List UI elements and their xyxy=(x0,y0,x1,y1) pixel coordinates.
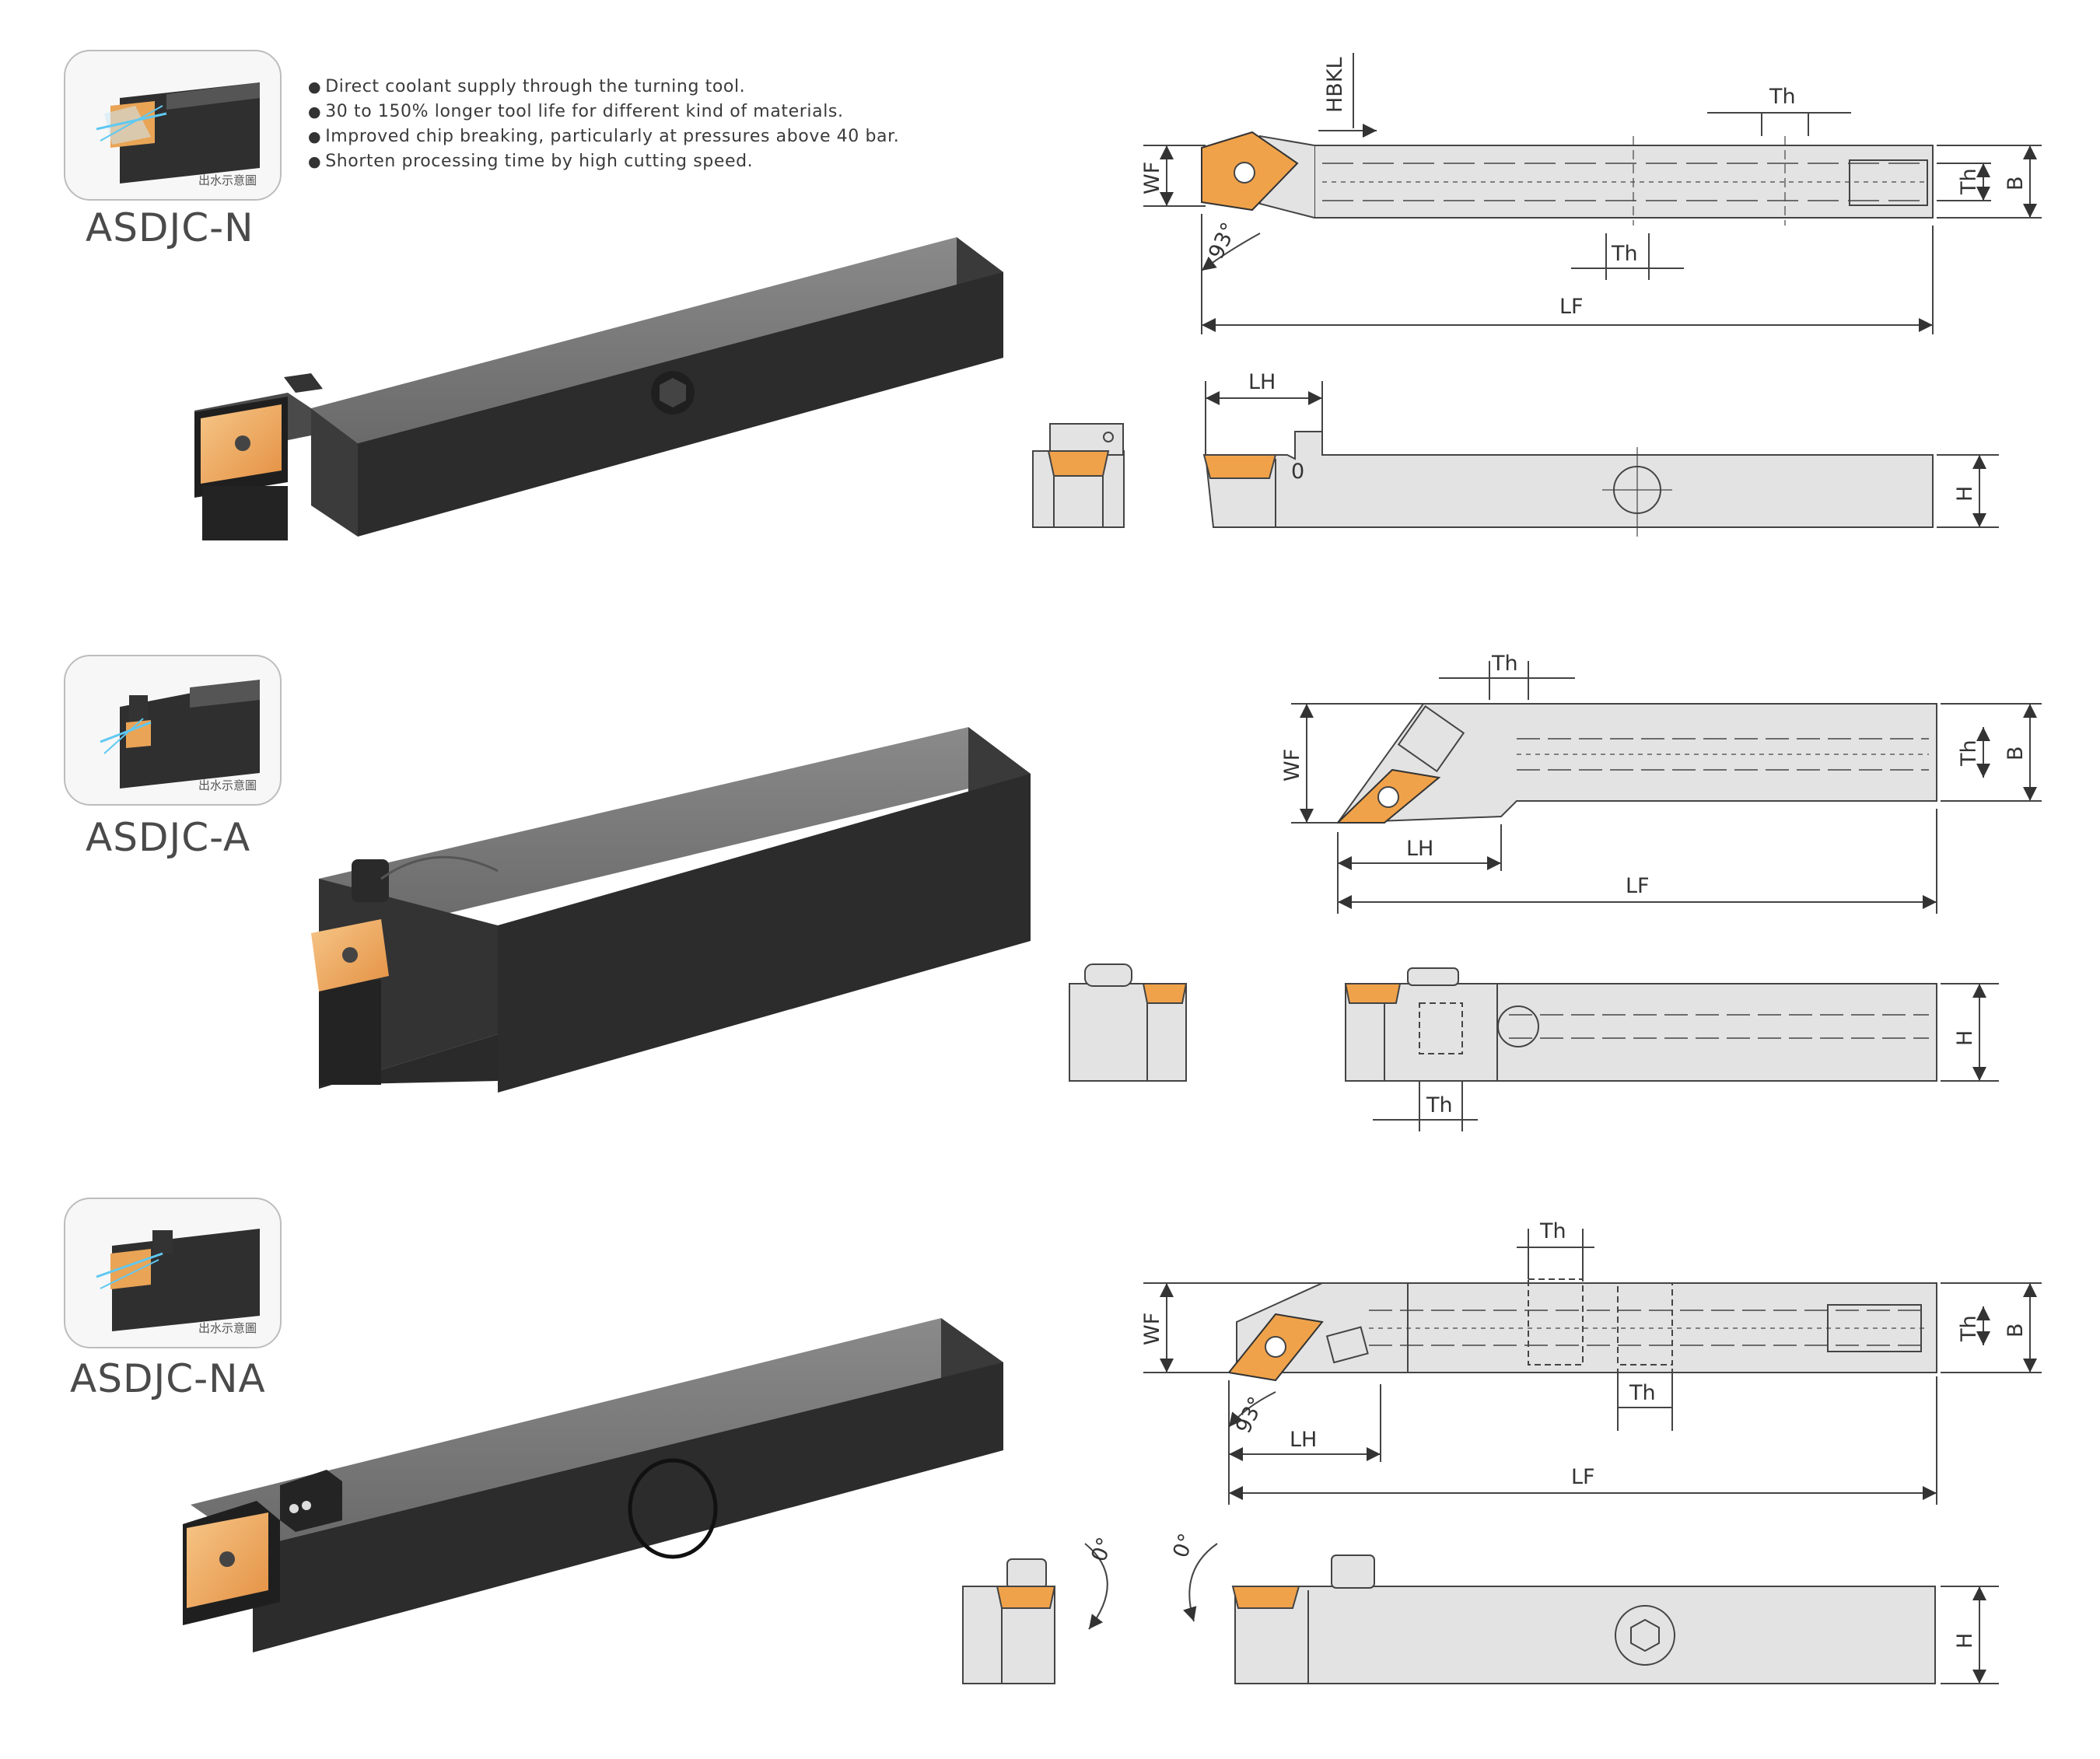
model-name: ASDJC-A xyxy=(86,815,251,860)
dim-label: H xyxy=(1953,1633,1977,1649)
render-asdjc-na xyxy=(183,1318,1003,1652)
dim-label: 0 xyxy=(1291,460,1304,484)
coolant-thumbnail-n: 出水示意圖 xyxy=(64,50,282,201)
dim-label: 93° xyxy=(1204,219,1241,262)
render-asdjc-n xyxy=(194,237,1003,540)
dim-label: LH xyxy=(1248,370,1276,394)
dim-label: HBKL xyxy=(1323,57,1347,113)
feature-item: Shorten processing time by high cutting … xyxy=(308,149,899,174)
dim-label: Th xyxy=(1539,1219,1566,1243)
thumbnail-caption: 出水示意圖 xyxy=(198,173,257,187)
dim-label: Th xyxy=(1957,740,1981,767)
dim-label: 0° xyxy=(1087,1534,1118,1565)
dim-label: LF xyxy=(1559,295,1584,319)
model-name: ASDJC-N xyxy=(86,205,254,250)
feature-item: Improved chip breaking, particularly at … xyxy=(308,124,899,149)
dim-label: B xyxy=(2004,1323,2028,1338)
drawing-asdjc-na-top xyxy=(1143,1229,2042,1505)
dim-label: LH xyxy=(1406,837,1433,861)
feature-item: 30 to 150% longer tool life for differen… xyxy=(308,100,899,124)
dim-label: 0° xyxy=(1168,1530,1199,1561)
dim-label: WF xyxy=(1280,749,1304,782)
thumbnail-caption: 出水示意圖 xyxy=(198,1321,257,1335)
dim-label: H xyxy=(1953,486,1977,502)
dim-label: Th xyxy=(1957,1315,1981,1342)
dim-label: B xyxy=(2004,176,2028,191)
dim-label: LH xyxy=(1290,1428,1317,1452)
feature-list: Direct coolant supply through the turnin… xyxy=(308,75,899,174)
render-asdjc-a xyxy=(311,727,1031,1093)
drawing-asdjc-n-side xyxy=(1032,381,1999,537)
feature-item: Direct coolant supply through the turnin… xyxy=(308,75,899,100)
coolant-thumbnail-a: 出水示意圖 xyxy=(64,655,282,806)
drawing-asdjc-na-side xyxy=(962,1543,1999,1684)
drawing-asdjc-a-side xyxy=(1069,963,1999,1131)
drawing-asdjc-n-top xyxy=(1143,53,2042,334)
dim-label: Th xyxy=(1957,168,1981,195)
dim-label: B xyxy=(2004,746,2028,761)
dim-label: H xyxy=(1953,1030,1977,1046)
dim-label: Th xyxy=(1769,85,1796,109)
thumbnail-caption: 出水示意圖 xyxy=(198,778,257,792)
dim-label: Th xyxy=(1611,242,1638,266)
dim-label: 93° xyxy=(1231,1393,1269,1436)
dim-label: LF xyxy=(1571,1465,1595,1489)
coolant-thumbnail-na: 出水示意圖 xyxy=(64,1198,282,1348)
drawing-asdjc-a-top xyxy=(1291,661,2042,914)
dim-label: LF xyxy=(1626,874,1650,898)
dim-label: Th xyxy=(1629,1381,1656,1405)
dim-label: Th xyxy=(1426,1093,1453,1117)
dim-label: WF xyxy=(1140,1313,1164,1345)
dim-label: WF xyxy=(1140,162,1164,194)
dim-label: Th xyxy=(1491,652,1518,676)
model-name: ASDJC-NA xyxy=(70,1356,266,1401)
